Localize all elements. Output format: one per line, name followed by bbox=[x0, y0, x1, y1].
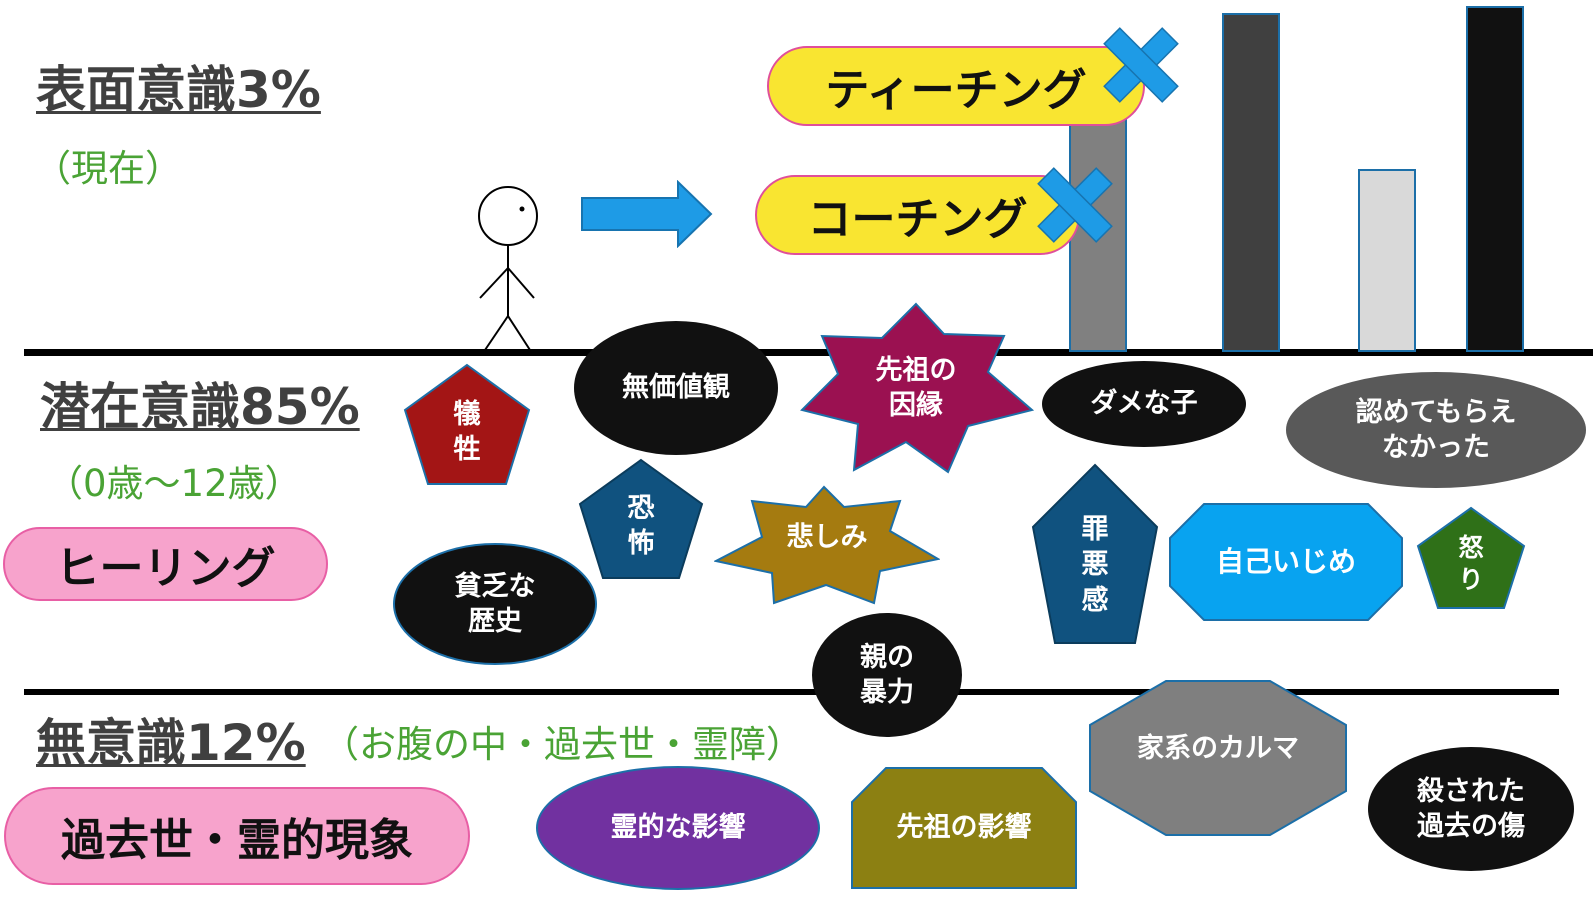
anger-label: 怒 り bbox=[1458, 532, 1484, 595]
guilt-pentagon: 罪 悪 感 bbox=[1031, 463, 1159, 645]
right-arrow-icon bbox=[581, 180, 713, 248]
parent-violence-oval: 親の 暴力 bbox=[812, 613, 962, 737]
poverty-history-oval: 貧乏な 歴史 bbox=[393, 543, 597, 665]
self-bullying-label: 自己いじめ bbox=[1215, 544, 1356, 578]
unconscious-title: 無意識12% bbox=[36, 714, 306, 772]
coaching-pill: コーチング bbox=[755, 175, 1080, 255]
fear-pentagon: 恐 怖 bbox=[578, 458, 704, 580]
divider-line-bottom bbox=[24, 689, 1559, 695]
healing-pill: ヒーリング bbox=[3, 527, 328, 601]
bar-2 bbox=[1222, 13, 1280, 352]
family-karma-label: 家系のカルマ bbox=[1137, 733, 1299, 765]
teaching-pill: ティーチング bbox=[767, 46, 1145, 126]
not-recognized-oval: 認めてもらえ なかった bbox=[1286, 372, 1586, 488]
sacrifice-pentagon: 犠 牲 bbox=[403, 363, 531, 487]
surface-consciousness-subtitle: （現在） bbox=[34, 147, 182, 190]
cross-mark-icon bbox=[1037, 167, 1113, 243]
anger-pentagon: 怒 り bbox=[1416, 506, 1526, 610]
guilt-label: 罪 悪 感 bbox=[1081, 514, 1109, 616]
subconscious-subtitle: （0歳～12歳） bbox=[46, 462, 302, 505]
bar-3 bbox=[1358, 169, 1416, 352]
surface-consciousness-title: 表面意識3% bbox=[36, 61, 321, 119]
family-karma-octagon: 家系のカルマ bbox=[1088, 679, 1348, 837]
sadness-star: 悲しみ bbox=[713, 485, 941, 605]
spiritual-influence-oval: 霊的な影響 bbox=[536, 766, 820, 890]
sadness-label: 悲しみ bbox=[786, 522, 868, 554]
subconscious-title: 潜在意識85% bbox=[40, 378, 360, 436]
unconscious-subtitle: （お腹の中・過去世・霊障） bbox=[322, 723, 803, 766]
past-life-pill: 過去世・霊的現象 bbox=[4, 787, 470, 885]
bad-child-oval: ダメな子 bbox=[1042, 361, 1246, 447]
ancestor-influence-label: 先祖の影響 bbox=[896, 812, 1032, 844]
fear-label: 恐 怖 bbox=[627, 492, 655, 559]
ancestral-karma-label: 先祖の 因縁 bbox=[875, 354, 957, 421]
worthless-oval: 無価値観 bbox=[574, 321, 778, 455]
sacrifice-label: 犠 牲 bbox=[453, 398, 481, 465]
cross-mark-icon bbox=[1103, 27, 1179, 103]
ancestral-karma-star: 先祖の 因縁 bbox=[798, 302, 1035, 474]
stick-figure-icon bbox=[478, 186, 538, 351]
self-bullying-octagon: 自己いじめ bbox=[1168, 502, 1404, 622]
killed-wounds-oval: 殺された 過去の傷 bbox=[1368, 747, 1574, 871]
ancestor-influence-octagon: 先祖の影響 bbox=[850, 766, 1078, 890]
bar-4 bbox=[1466, 6, 1524, 352]
divider-line-top bbox=[24, 349, 1593, 356]
